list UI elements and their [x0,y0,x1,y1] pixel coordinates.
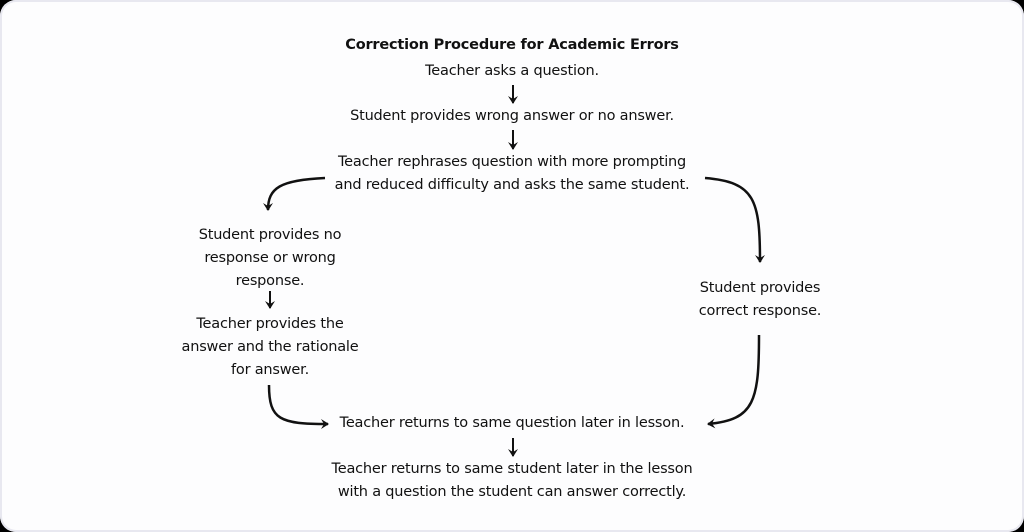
node-text-line: Student provides [699,280,821,296]
node-text-line: response. [235,273,305,289]
node-student-correct: Student provides correct response. [660,277,860,323]
curved-arrow-bottom-left-icon [267,384,329,429]
node-text-line: response or wrong [204,250,336,266]
node-text-line: and reduced difficulty and asks the same… [334,177,690,193]
node-teacher-returns-student: Teacher returns to same student later in… [262,458,762,504]
node-teacher-provides: Teacher provides the answer and the rati… [150,313,390,382]
diagram-title: Correction Procedure for Academic Errors [345,37,679,53]
node-text-line: answer and the rationale [181,339,359,355]
node-text-line: correct response. [698,303,822,319]
curved-arrow-right-icon [704,176,765,263]
node-text-line: with a question the student can answer c… [337,484,687,500]
node-teacher-rephrases: Teacher rephrases question with more pro… [262,151,762,197]
node-text-line: Teacher rephrases question with more pro… [337,154,687,170]
node-text-line: Teacher returns to same student later in… [331,461,693,477]
node-student-wrong: Student provides wrong answer or no answ… [350,108,674,124]
node-teacher-returns-question: Teacher returns to same question later i… [339,415,685,431]
node-text-line: for answer. [231,362,309,378]
node-text-line: Teacher provides the [196,316,344,332]
node-student-no-response: Student provides no response or wrong re… [150,224,390,293]
node-teacher-asks: Teacher asks a question. [425,63,599,79]
curved-arrow-left-icon [263,176,326,211]
node-text-line: Student provides no [198,227,342,243]
curved-arrow-bottom-right-icon [707,334,761,429]
